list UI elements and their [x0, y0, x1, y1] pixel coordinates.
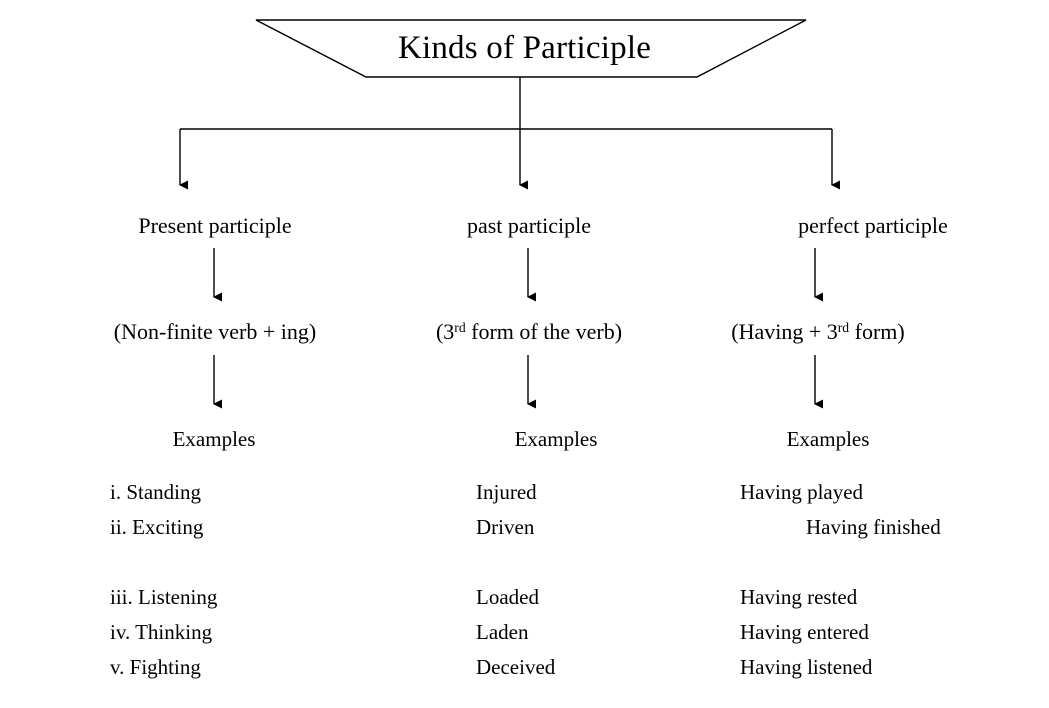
branch-header-past-participle: past participle	[466, 213, 591, 238]
list-spacer	[110, 545, 410, 580]
examples-label-past-participle: Examples	[514, 427, 598, 451]
list-item: Having listened	[740, 655, 873, 679]
branch-definition-sup-3: rd	[837, 319, 850, 335]
list-item: ii. Exciting	[110, 515, 204, 539]
examples-label-perfect-participle: Examples	[786, 427, 870, 451]
list-item: Injured	[476, 480, 537, 504]
list-spacer	[740, 545, 1049, 580]
page-title: Kinds of Participle	[397, 30, 652, 66]
list-item: v. Fighting	[110, 655, 201, 679]
branch-definition-past-participle: (3rd form of the verb)	[404, 318, 654, 346]
list-item: Having entered	[740, 620, 869, 644]
branch-header-perfect-participle: perfect participle	[798, 213, 948, 238]
branch-definition-suffix-2: form of the verb)	[465, 319, 623, 344]
examples-list-present-participle: i. Standing ii. Exciting iii. Listening …	[110, 475, 410, 685]
list-item: iii. Listening	[110, 585, 218, 609]
branch-definition-text-3: (Having + 3	[731, 319, 838, 344]
list-item: Having finished	[806, 515, 941, 539]
examples-list-past-participle: Injured Driven Loaded Laden Deceived	[476, 475, 776, 685]
list-item: iv. Thinking	[110, 620, 213, 644]
list-item: Deceived	[476, 655, 556, 679]
examples-list-perfect-participle: Having played Having finished Having res…	[740, 475, 1049, 685]
branch-definition-text-2: (3	[435, 319, 455, 344]
branch-definition-present-participle: (Non-finite verb + ing)	[74, 318, 356, 346]
list-item: i. Standing	[110, 480, 202, 504]
branch-definition-perfect-participle: (Having + 3rd form)	[698, 318, 938, 346]
list-spacer	[476, 545, 776, 580]
branch-header-present-participle: Present participle	[138, 213, 292, 238]
list-item: Having played	[740, 480, 864, 504]
list-item: Driven	[476, 515, 535, 539]
branch-definition-suffix-3: form)	[849, 319, 905, 344]
list-item: Having rested	[740, 585, 858, 609]
branch-definition-text-1: (Non-finite verb + ing)	[113, 319, 317, 344]
branch-definition-sup-2: rd	[454, 319, 466, 335]
list-item: Loaded	[476, 585, 539, 609]
examples-label-present-participle: Examples	[172, 427, 256, 451]
list-item: Laden	[476, 620, 529, 644]
